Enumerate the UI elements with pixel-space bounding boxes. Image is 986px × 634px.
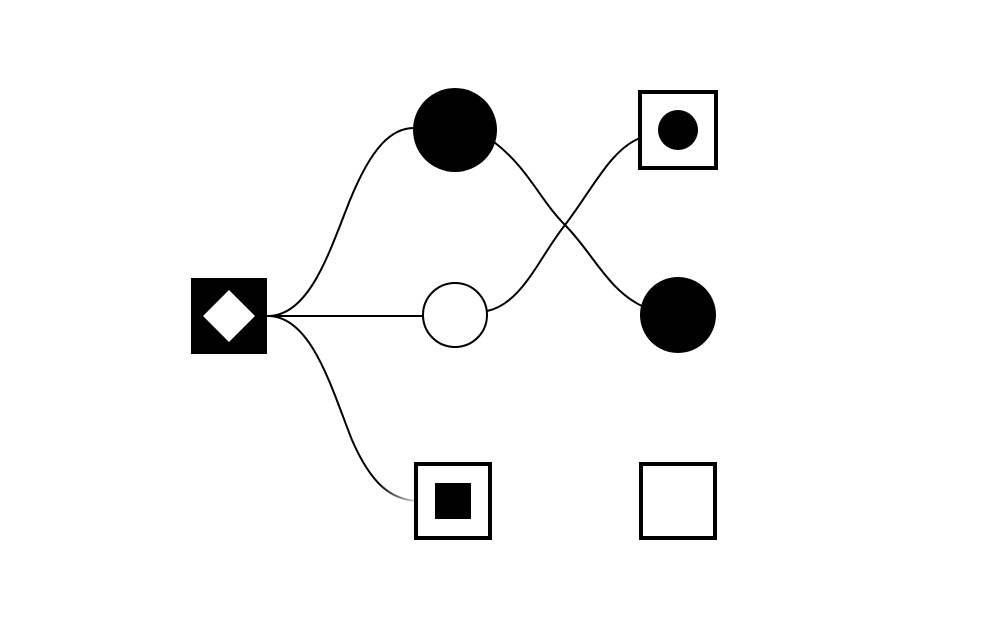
open-circle-node[interactable] xyxy=(422,282,488,348)
filled-square-icon xyxy=(435,483,471,519)
edge-root-to-boxed-square[interactable] xyxy=(267,315,417,502)
edge-open-circle-to-boxed-circle[interactable] xyxy=(486,137,641,312)
node-circle xyxy=(640,277,716,353)
node-outer-square xyxy=(639,462,717,540)
empty-square-node[interactable] xyxy=(639,462,717,540)
diamond-in-square-node[interactable] xyxy=(191,278,267,354)
filled-circle-node-right[interactable] xyxy=(640,277,716,353)
node-layer xyxy=(191,88,718,540)
filled-circle-node-top[interactable] xyxy=(413,88,497,172)
edge-filled-circle-to-right-filled-circle[interactable] xyxy=(493,141,643,307)
node-circle xyxy=(422,282,488,348)
circle-in-square-node[interactable] xyxy=(638,90,718,170)
square-in-square-node[interactable] xyxy=(414,462,492,540)
diamond-icon xyxy=(203,290,255,342)
filled-circle-icon xyxy=(658,110,698,150)
node-circle xyxy=(413,88,497,172)
edge-root-to-filled-circle[interactable] xyxy=(267,127,415,317)
edge-layer xyxy=(267,127,792,503)
